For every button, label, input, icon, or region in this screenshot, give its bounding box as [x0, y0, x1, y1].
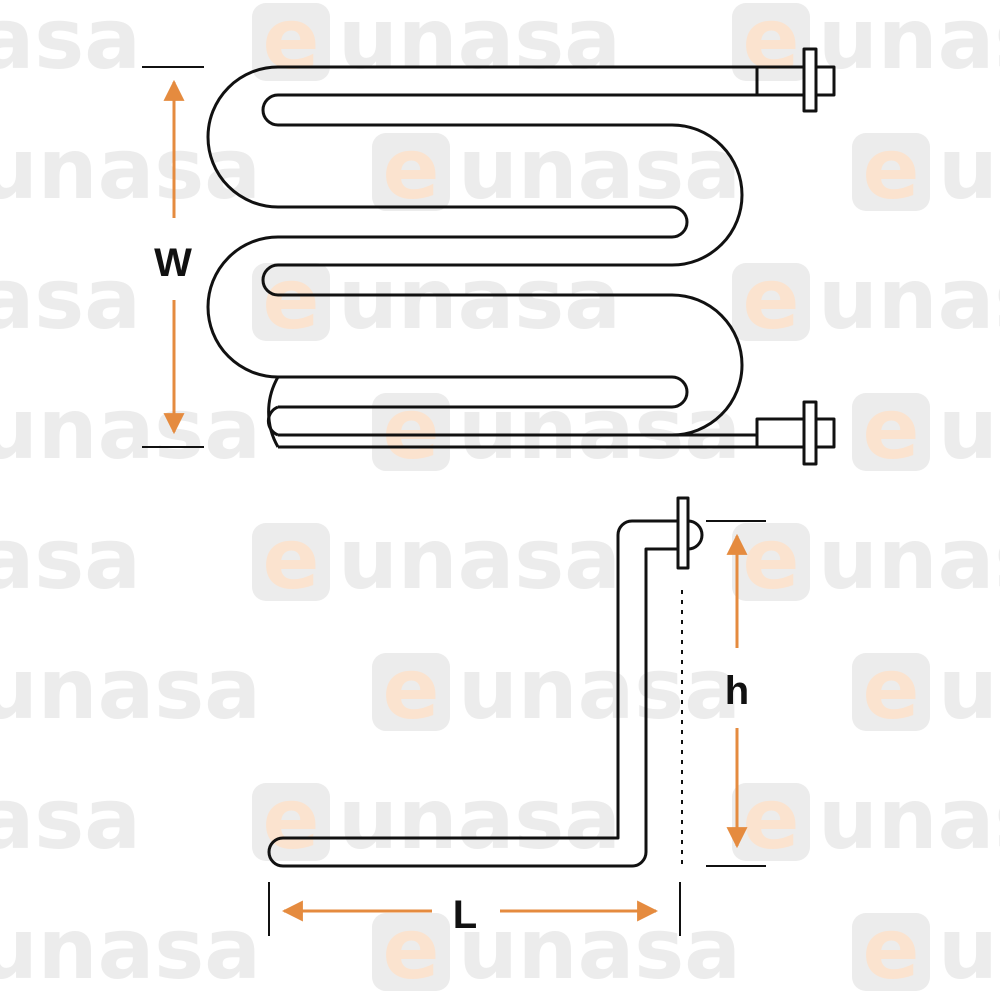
watermark-text: unasa	[818, 770, 1000, 868]
watermark-text: unasa	[338, 770, 621, 868]
watermark-text: unasa	[0, 770, 141, 868]
watermark-text: unasa	[338, 510, 621, 608]
watermark-logo-tile	[852, 653, 930, 731]
serpentine-coil-top-view	[206, 47, 836, 466]
watermark-logo-tile	[252, 783, 330, 861]
profile-terminal-nut	[676, 496, 690, 570]
watermark-logo-tile	[732, 263, 810, 341]
watermark-letter: e	[383, 900, 440, 998]
watermark-text: unasa	[0, 0, 141, 88]
watermark-letter: e	[743, 0, 800, 88]
watermark-logo-tile	[852, 913, 930, 991]
watermark-logo-tile	[372, 653, 450, 731]
l-profile-side-view	[267, 496, 704, 868]
watermark-letter: e	[383, 640, 440, 738]
watermark-text: unasa	[0, 120, 261, 218]
watermark-text: unasa	[0, 380, 261, 478]
watermark-logo-tile	[252, 3, 330, 81]
terminal-top-nut	[802, 47, 818, 113]
watermark-logo-tile	[732, 783, 810, 861]
profile-outline	[267, 519, 684, 868]
watermark-text: unasa	[938, 900, 1000, 998]
watermark-letter: e	[863, 640, 920, 738]
profile-terminal-cap	[687, 519, 704, 551]
coil-outer-bottom-bend	[267, 376, 280, 448]
terminal-top-stud	[755, 65, 836, 97]
watermark-letter: e	[383, 120, 440, 218]
coil-inner-outline	[261, 93, 757, 437]
width-dimension: W	[142, 66, 204, 448]
watermark-letter: e	[863, 380, 920, 478]
watermark-text: unasa	[458, 640, 741, 738]
watermark-text: unasa	[338, 0, 621, 88]
watermark-text: unasa	[0, 510, 141, 608]
watermark-letter: e	[863, 120, 920, 218]
watermark-text: unasa	[458, 380, 741, 478]
watermark-letter: e	[383, 380, 440, 478]
coil-outer-outline	[206, 65, 757, 449]
watermark-text: unasa	[938, 120, 1000, 218]
height-dimension: h	[706, 520, 766, 867]
length-dimension: L	[268, 882, 681, 937]
watermark-text: unasa	[818, 0, 1000, 88]
watermark-logo-tile	[732, 523, 810, 601]
watermark-text: unasa	[818, 250, 1000, 348]
watermark-logo-tile	[372, 913, 450, 991]
watermark-logo-tile	[372, 393, 450, 471]
watermark-letter: e	[743, 250, 800, 348]
width-label: W	[154, 241, 192, 285]
watermark-letter: e	[743, 510, 800, 608]
terminal-bottom-nut	[802, 400, 818, 466]
watermark-text: unasa	[938, 640, 1000, 738]
watermark-logo-tile	[252, 263, 330, 341]
watermark-text: unasa	[938, 380, 1000, 478]
watermark-logo-tile	[252, 523, 330, 601]
watermark-text: unasa	[0, 250, 141, 348]
watermark-letter: e	[743, 770, 800, 868]
watermark-logo-tile	[372, 133, 450, 211]
height-label: h	[725, 669, 749, 713]
length-label: L	[453, 893, 477, 937]
watermark-logo-tile	[732, 3, 810, 81]
watermark-letter: e	[263, 0, 320, 88]
watermark-text: unasa	[0, 640, 261, 738]
watermark-text: unasa	[0, 900, 261, 998]
watermark-letter: e	[263, 510, 320, 608]
watermark-letter: e	[263, 770, 320, 868]
watermark-logo-tile	[852, 393, 930, 471]
coil-lower-return	[266, 405, 757, 437]
watermark-text: unasa	[458, 900, 741, 998]
watermark-text: unasa	[818, 510, 1000, 608]
watermark-text: unasa	[458, 120, 741, 218]
terminal-bottom-stud	[755, 417, 836, 449]
watermark-letter: e	[863, 900, 920, 998]
watermark-logo-tile	[852, 133, 930, 211]
